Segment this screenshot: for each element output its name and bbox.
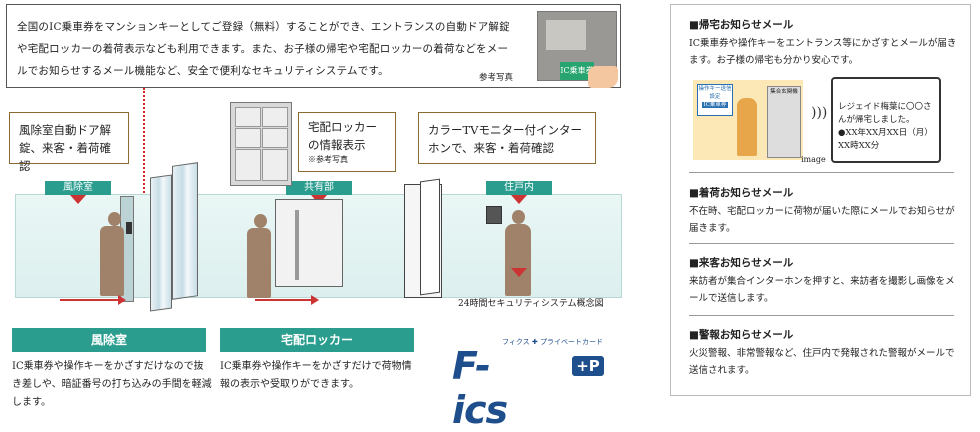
person-head-3 [512,210,525,224]
mail-title-alarm: ■警報お知らせメール [689,329,794,341]
person-figure-3 [505,224,531,296]
intercom-monitor-icon [486,206,502,224]
zone-tag-fuujo: 風除室 [45,181,111,195]
callout-locker-text: 宅配ロッカーの情報表示 [308,120,377,152]
return-illustration: 操作キー送信設定 IC乗車券 集合玄関機 [693,80,803,160]
intro-text: 全国のIC乗車券をマンションキーとしてご登録（無料）することができ、エントランス… [17,21,510,77]
logo-subtitle: フィクス ✚ プライベートカード [502,338,603,346]
zone-tag-jyuko: 住戸内 [486,181,552,195]
mail-text-alarm: 火災警報、非常警報など、住戸内で発報された警報がメールで送信されます。 [689,348,955,376]
diagram-caption: 24時間セキュリティシステム概念図 [458,299,604,309]
person-head-1 [108,212,121,226]
logo-plus-badge: +P [572,356,604,376]
zone-tag-kyouyou: 共有部 [286,181,352,195]
connector-line [143,88,145,288]
key-card-ic: IC乗車券 [701,102,729,108]
flow-arrow-1 [60,295,126,305]
photo-caption: 参考写真 [479,73,514,83]
mail-features-panel: ■帰宅お知らせメール IC乗車券や操作キーをエントランス等にかざすとメールが届き… [670,4,971,396]
mail-text-return: IC乗車券や操作キーをエントランス等にかざすとメールが届きます。お子様の帰宅も分… [689,38,957,66]
intro-box: 全国のIC乗車券をマンションキーとしてご登録（無料）することができ、エントランス… [6,4,621,88]
mail-message: レジェイド梅葉に〇〇さんが帰宅しました。 [838,102,932,125]
delivery-locker [275,199,343,287]
mail-timestamp: ●XX年XX月XX日（月） XX時XX分 [838,128,933,151]
person-figure-2 [247,228,271,298]
section-title-fuujo: 風除室 [12,328,206,352]
apartment-door-leaf [420,178,440,296]
mail-text-delivery: 不在時、宅配ロッカーに荷物が届いた際にメールでお知らせが届きます。 [689,206,955,234]
divider-1 [689,172,954,173]
zone-marker-jyuko-2 [511,268,527,277]
mail-text-visitor: 来訪者が集合インターホンを押すと、来訪者を撮影し画像をメールで送信します。 [689,276,955,304]
person-figure-1 [100,226,124,296]
signal-icon: ))) [811,105,828,121]
image-label: image [801,155,826,164]
phone-mail-screen: レジェイド梅葉に〇〇さんが帰宅しました。 ●XX年XX月XX日（月） XX時XX… [831,77,941,163]
child-figure [737,98,757,156]
reference-photo: IC乗車券 [537,11,618,88]
callout-locker: 宅配ロッカーの情報表示 ※参考写真 [298,112,396,172]
person-head-2 [254,214,267,228]
ic-reader-icon [126,222,132,234]
entrance-panel: 集合玄関機 [767,86,801,158]
mail-title-visitor: ■来客お知らせメール [689,257,794,269]
callout-monitor: カラーTVモニター付インターホンで、来客・着荷確認 [418,112,596,164]
ic-card: IC乗車券 [560,62,594,80]
hand-illustration [588,66,618,88]
intercom-panel [546,20,586,50]
zone-marker-fuujo [70,195,86,204]
logo-main: F-ics [452,344,508,432]
auto-door-right [172,162,198,300]
locker-photo [230,102,292,186]
callout-fuujo: 風除室自動ドア解錠、来客・着荷確認 [9,112,129,173]
section-title-locker: 宅配ロッカー [220,328,414,352]
flow-arrow-2 [255,295,319,305]
section-text-locker: IC乗車券や操作キーをかざすだけで荷物情報の表示や受取りができます。 [220,361,412,390]
mail-title-delivery: ■着荷お知らせメール [689,187,794,199]
locker-divider [295,210,299,280]
key-card-label: 操作キー送信設定 [698,86,732,100]
mail-title-return: ■帰宅お知らせメール [689,19,794,31]
zone-marker-jyuko [511,195,527,204]
auto-door-left [150,174,172,312]
section-text-fuujo: IC乗車券や操作キーをかざすだけなので抜き差しや、暗証番号の打ち込みの手間を軽減… [12,361,212,408]
divider-3 [689,315,954,316]
callout-locker-note: ※参考写真 [308,155,348,164]
key-card: 操作キー送信設定 IC乗車券 [697,84,733,116]
divider-2 [689,243,954,244]
